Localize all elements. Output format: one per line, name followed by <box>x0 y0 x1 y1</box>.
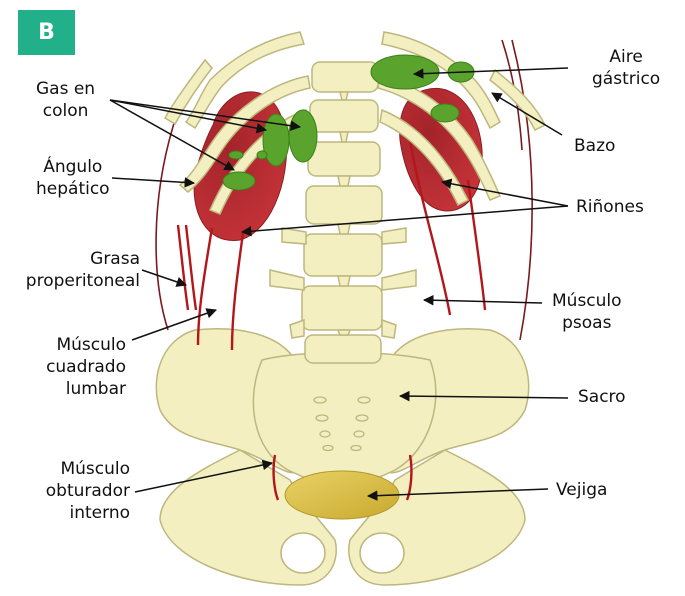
panel-badge: B <box>18 10 75 55</box>
label-bazo: Bazo <box>574 135 615 157</box>
label-sacro: Sacro <box>578 386 626 408</box>
spine <box>270 62 416 363</box>
label-rinones: Riñones <box>576 196 644 218</box>
label-vejiga: Vejiga <box>556 479 607 501</box>
